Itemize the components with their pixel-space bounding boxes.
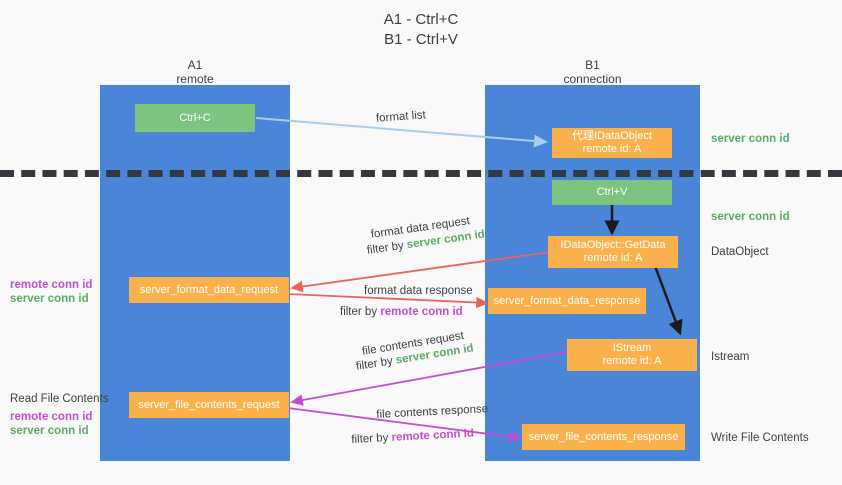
box-ctrl-v-label: Ctrl+V <box>596 186 628 198</box>
annotation-write-file-contents: Write File Contents <box>711 432 809 444</box>
annotation-server-conn-id-second: server conn id <box>711 211 790 223</box>
filter-prefix-1: filter by <box>366 239 408 257</box>
label-format-list: format list <box>375 109 427 125</box>
box-server-format-data-request[interactable]: server_format_data_request <box>129 277 289 303</box>
filter-prefix-2: filter by <box>340 306 381 318</box>
box-server-file-contents-request[interactable]: server_file_contents_request <box>129 392 289 418</box>
column-header-b1: B1 connection <box>485 58 700 86</box>
annotation-server-conn-id-top: server conn id <box>711 133 790 145</box>
box-server-file-contents-response[interactable]: server_file_contents_response <box>522 424 685 450</box>
label-format-data-response-filter: filter by remote conn id <box>340 305 463 320</box>
title-line-2: B1 - Ctrl+V <box>384 31 458 48</box>
filter-key-remote-conn-id-2: remote conn id <box>391 427 475 444</box>
label-file-contents-response: file contents response <box>376 403 489 421</box>
filter-key-remote-conn-id-1: remote conn id <box>380 306 463 318</box>
box-ctrl-c[interactable]: Ctrl+C <box>135 104 255 132</box>
box-proxy-dataobject-line1: 代理IDataObject <box>571 130 653 142</box>
box-istream[interactable]: IStream remote id: A <box>567 339 697 371</box>
box-server-file-contents-response-label: server_file_contents_response <box>528 430 679 443</box>
title-line-1: A1 - Ctrl+C <box>383 11 459 28</box>
box-istream-line1: IStream <box>612 342 652 354</box>
annotation-remote-conn-id-1: remote conn id <box>10 279 93 291</box>
column-header-a1: A1 remote <box>100 58 290 86</box>
annotation-remote-conn-id-2: remote conn id <box>10 411 93 423</box>
box-server-format-data-response-label: server_format_data_response <box>493 294 641 307</box>
box-server-format-data-request-label: server_format_data_request <box>139 283 279 296</box>
box-ctrl-v[interactable]: Ctrl+V <box>552 180 672 205</box>
phase-separator <box>0 170 842 177</box>
column-b1-name: B1 <box>585 58 600 72</box>
label-file-contents-response-filter: filter by remote conn id <box>351 427 474 448</box>
page-title: A1 - Ctrl+C B1 - Ctrl+V <box>0 10 842 50</box>
filter-prefix-3: filter by <box>355 354 397 373</box>
annotation-server-conn-id-2: server conn id <box>10 425 89 437</box>
column-b1-sub: connection <box>563 72 622 86</box>
label-format-data-response: format data response <box>364 285 473 297</box>
annotation-read-file-contents: Read File Contents <box>10 393 109 405</box>
box-ctrl-c-label: Ctrl+C <box>179 111 211 124</box>
filter-prefix-4: filter by <box>351 431 392 446</box>
box-server-format-data-response[interactable]: server_format_data_response <box>488 288 646 314</box>
column-a1-sub: remote <box>176 72 214 86</box>
box-server-file-contents-request-label: server_file_contents_request <box>138 398 280 411</box>
box-getdata-line1: IDataObject::GetData <box>560 239 666 251</box>
box-idataobject-getdata[interactable]: IDataObject::GetData remote id: A <box>548 236 678 268</box>
box-proxy-dataobject[interactable]: 代理IDataObject remote id: A <box>552 128 672 158</box>
box-istream-line2: remote id: A <box>602 355 662 367</box>
box-getdata-line2: remote id: A <box>583 252 643 264</box>
box-proxy-dataobject-line2: remote id: A <box>582 143 642 155</box>
annotation-dataobject: DataObject <box>711 246 769 258</box>
column-a1-name: A1 <box>187 58 203 72</box>
annotation-istream: Istream <box>711 351 750 363</box>
annotation-server-conn-id-1: server conn id <box>10 293 89 305</box>
